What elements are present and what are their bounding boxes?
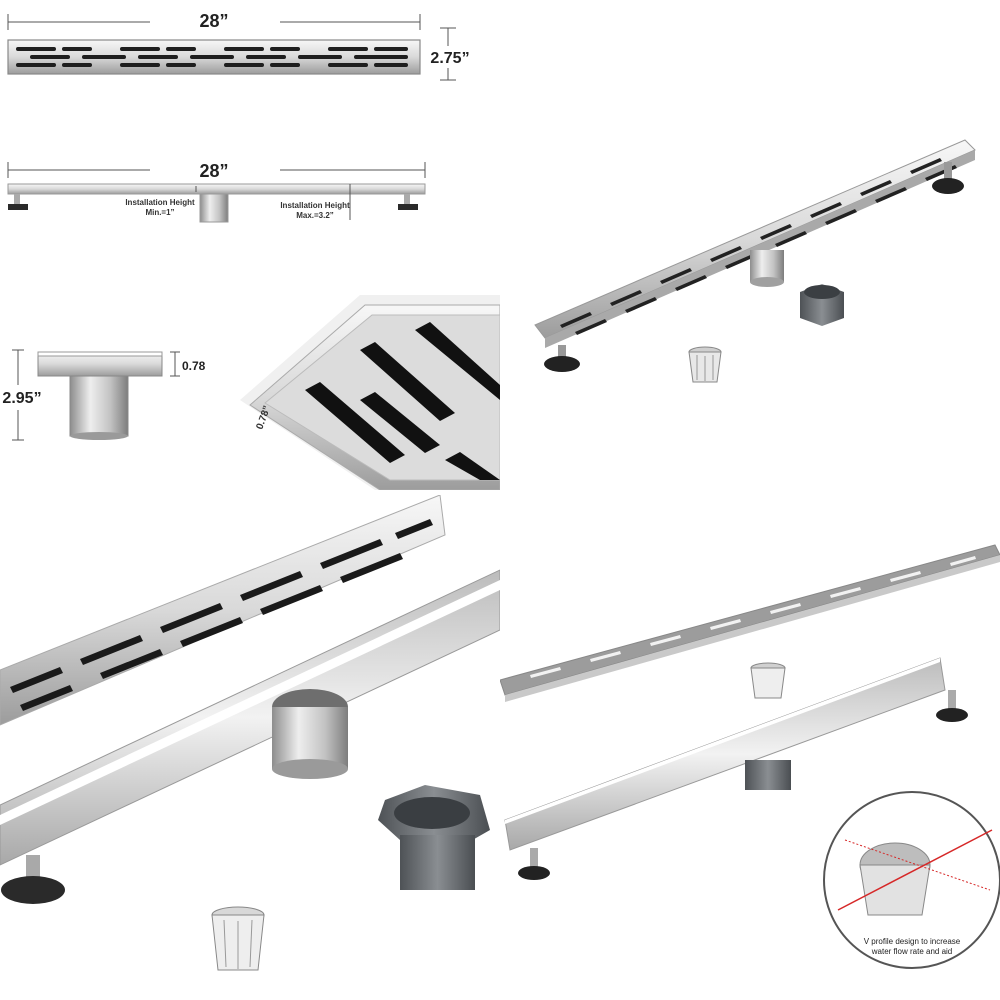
exploded-pvc-adapter — [378, 785, 490, 890]
top-height-label: 2.75” — [430, 50, 469, 67]
isometric-slots — [560, 158, 957, 335]
top-view-diagram: 28” 2.75” — [7, 11, 470, 81]
closeup-diagram: 0.78” — [240, 295, 500, 490]
side-view-panel: 28” Installation Height Min.=1” Installa… — [0, 150, 500, 250]
strainer-basket — [688, 346, 722, 383]
side-width-label: 28” — [199, 161, 228, 181]
exploded-foot — [1, 855, 65, 904]
exploded-foot-right — [936, 690, 968, 722]
section-view-panel: 2.95” 0.78 — [0, 330, 240, 450]
closeup-slots — [305, 322, 500, 480]
pvc-adapter — [800, 284, 844, 326]
section-view-diagram: 2.95” 0.78 — [2, 349, 206, 441]
install-min-title: Installation Height — [125, 198, 195, 207]
exploded-basket — [750, 662, 786, 699]
isometric-right-foot — [932, 162, 964, 194]
top-width-label: 28” — [199, 11, 228, 31]
closeup-panel: 0.78” — [240, 295, 500, 490]
callout-caption-line2: water flow rate and aid — [871, 947, 953, 956]
callout-caption-line1: V profile design to increase — [864, 937, 961, 946]
exploded-foot-left — [518, 848, 550, 880]
install-max-title: Installation Height — [280, 201, 350, 210]
section-depth-label: 0.78 — [182, 359, 206, 373]
exploded-view-panel: V profile design to increase water flow … — [500, 530, 1000, 1000]
isometric-left-foot — [544, 345, 580, 372]
isometric-panel — [500, 130, 1000, 400]
isometric-diagram — [534, 139, 976, 383]
exploded-closeup-diagram — [0, 495, 500, 971]
top-grate-slots — [16, 47, 408, 67]
side-view-diagram: 28” Installation Height Min.=1” Installa… — [7, 161, 426, 223]
side-left-foot — [8, 194, 28, 210]
detail-callout: V profile design to increase water flow … — [823, 791, 1000, 969]
exploded-closeup-panel — [0, 495, 500, 1000]
exploded-strainer-basket — [211, 906, 265, 971]
top-view-panel: 28” 2.75” — [0, 0, 500, 110]
exploded-grate-slots-top — [530, 556, 976, 678]
exploded-grate-slots — [10, 519, 433, 711]
side-right-foot — [398, 194, 418, 210]
install-max-value: Max.=3.2” — [296, 211, 334, 220]
section-height-label: 2.95” — [2, 390, 41, 407]
exploded-view-diagram: V profile design to increase water flow … — [500, 544, 1000, 969]
install-min-value: Min.=1” — [145, 208, 174, 217]
